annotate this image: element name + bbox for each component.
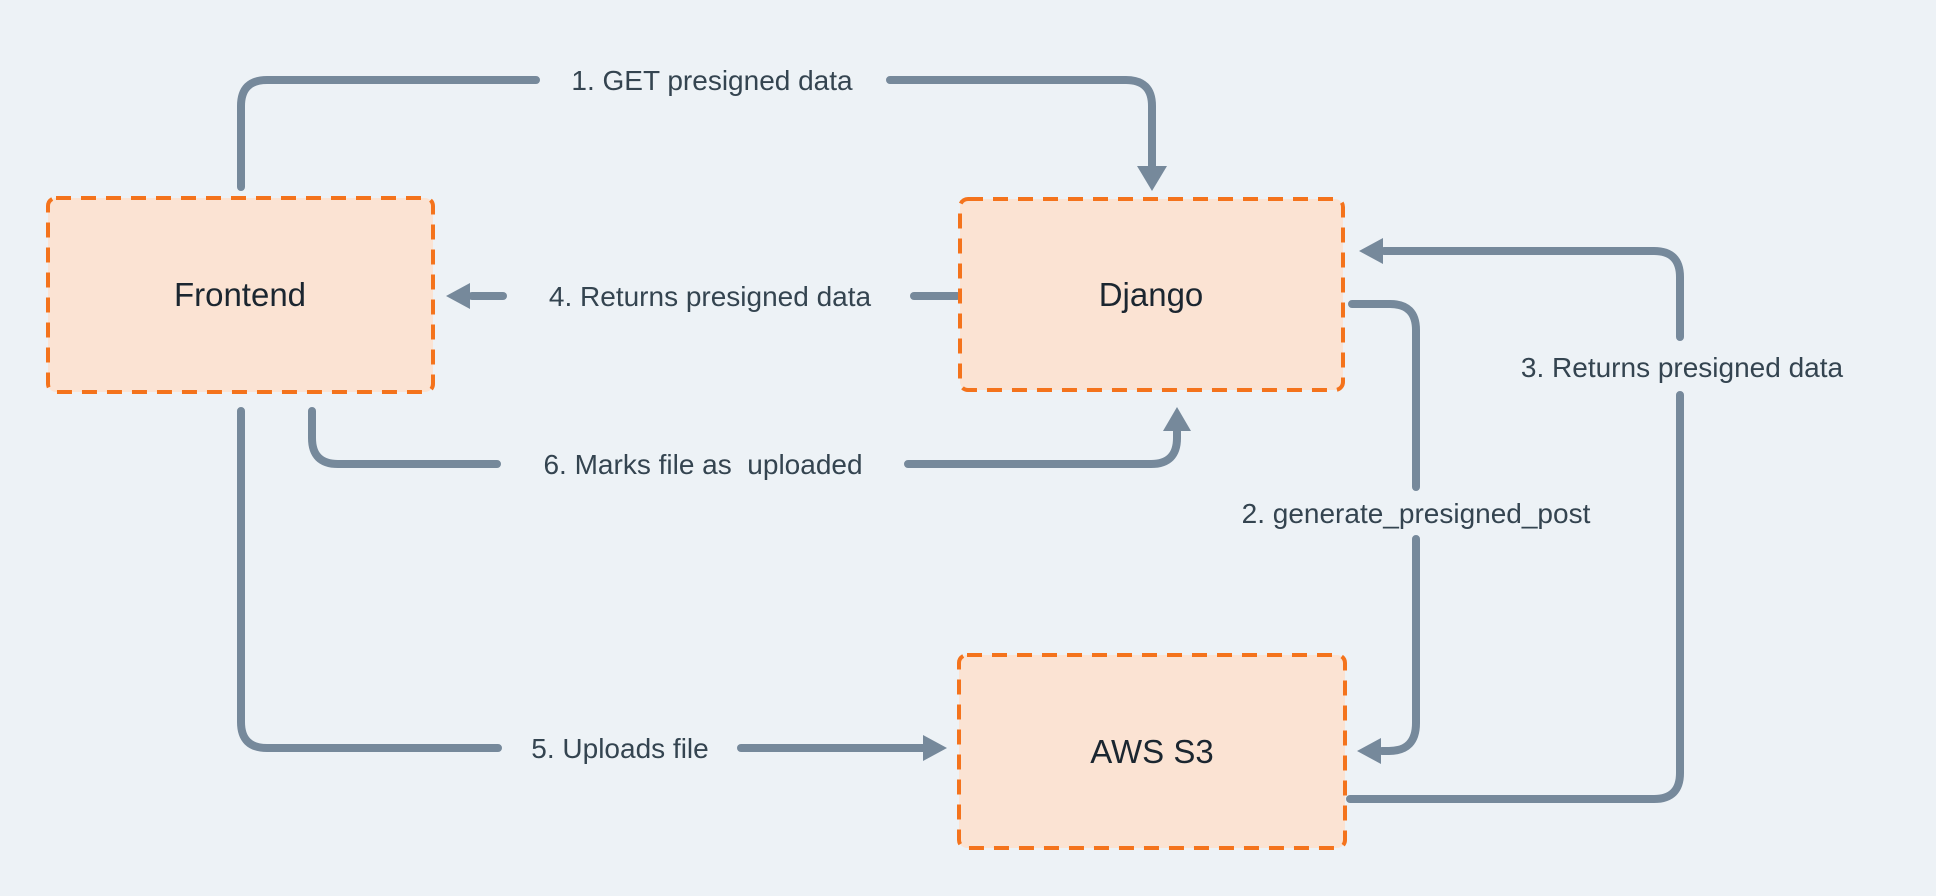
edge-4-returns-presigned-data: 4. Returns presigned data [446, 281, 961, 312]
edge-3-segment-start [1346, 391, 1684, 803]
edge-6-marks-file-uploaded: 6. Marks file as uploaded [308, 407, 1191, 480]
node-frontend: Frontend [46, 196, 435, 394]
edge-1-segment-end [886, 76, 1156, 174]
edge-5-uploads-file: 5. Uploads file [237, 407, 947, 764]
edge-5-arrow-right-icon [923, 735, 947, 761]
edge-3-label: 3. Returns presigned data [1521, 352, 1844, 383]
edge-5-label: 5. Uploads file [531, 733, 708, 764]
edge-3-arrow-left-icon [1359, 238, 1383, 264]
edge-4-arrow-left-icon [446, 283, 470, 309]
edge-2-arrow-left-icon [1357, 738, 1381, 764]
edge-1-arrow-down-icon [1137, 166, 1167, 191]
frontend-box [46, 196, 435, 394]
edge-1-segment-start [237, 76, 540, 191]
aws-s3-box [957, 653, 1347, 850]
edge-6-segment-start [308, 407, 501, 468]
edge-2-label: 2. generate_presigned_post [1242, 498, 1591, 529]
edge-1-label: 1. GET presigned data [571, 65, 853, 96]
django-box [958, 197, 1345, 392]
edge-6-arrow-up-icon [1163, 407, 1191, 431]
edge-6-label: 6. Marks file as uploaded [543, 449, 862, 480]
edge-2-segment-end [1378, 535, 1420, 755]
django-label: Django [1099, 276, 1204, 313]
edge-3-segment-end [1380, 247, 1684, 341]
edge-5-segment-start [237, 407, 502, 752]
edge-2-generate-presigned-post: 2. generate_presigned_post [1242, 300, 1591, 764]
node-django: Django [958, 197, 1345, 392]
edge-1-get-presigned-data: 1. GET presigned data [237, 65, 1167, 191]
aws-s3-label: AWS S3 [1090, 733, 1213, 770]
frontend-label: Frontend [174, 276, 306, 313]
edge-3-returns-presigned-data: 3. Returns presigned data [1346, 238, 1844, 803]
edge-6-segment-end [904, 427, 1181, 468]
node-aws-s3: AWS S3 [957, 653, 1347, 850]
edge-4-label: 4. Returns presigned data [549, 281, 872, 312]
edge-2-segment-start [1348, 300, 1420, 491]
